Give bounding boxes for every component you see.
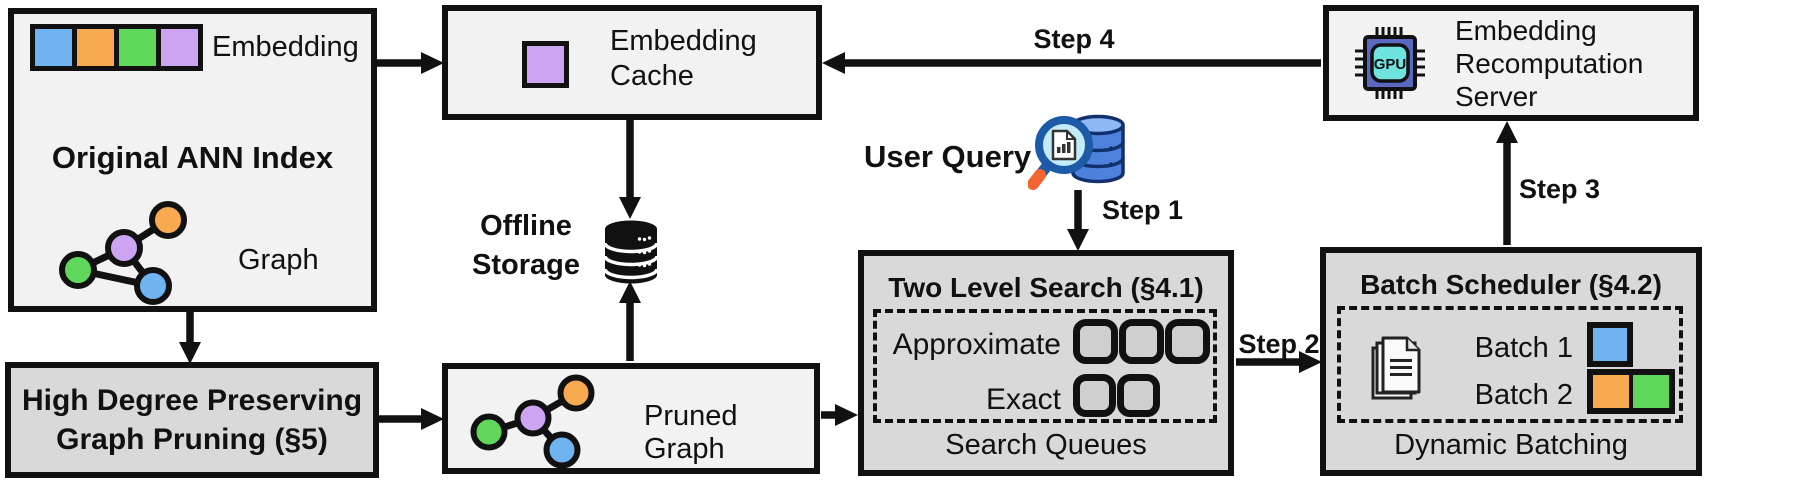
arrow-step2-search-to-scheduler	[1236, 351, 1322, 373]
arrow-index-to-pruning	[179, 312, 201, 364]
batch1-square-blue	[1587, 322, 1633, 367]
two-level-search-box: Two Level Search (§4.1) Approximate Exac…	[858, 250, 1234, 476]
original-ann-index-box: Embedding Original ANN Index Graph	[8, 8, 377, 312]
offline-storage-label: Offline Storage	[460, 207, 592, 285]
batch-scheduler-title: Batch Scheduler (§4.2)	[1360, 269, 1662, 300]
arrow-step3-scheduler-to-server	[1496, 121, 1518, 245]
graph-node-purple	[105, 229, 143, 267]
batch2-square-orange	[1593, 375, 1629, 408]
queue-slot	[1073, 374, 1116, 417]
batch2-squares	[1587, 369, 1675, 414]
step4-label: Step 4	[1033, 24, 1115, 54]
server-title-line3: Server	[1455, 81, 1538, 112]
query-magnifier-database-icon	[1028, 114, 1125, 190]
batch2-label: Batch 2	[1474, 379, 1573, 411]
graph-node-orange	[149, 201, 187, 239]
server-title-line2: Recomputation	[1455, 48, 1644, 79]
queue-slot	[1117, 374, 1160, 417]
recomputation-server-title: Embedding Recomputation Server	[1455, 14, 1643, 113]
arrow-index-to-cache	[377, 52, 444, 74]
recomputation-server-box: GPU Embedding Recomputation Server	[1323, 5, 1699, 121]
arrow-step1-query-to-search	[1067, 190, 1089, 251]
arrow-cache-to-storage	[619, 120, 641, 219]
arrow-pruning-to-pruned-graph	[379, 408, 444, 430]
pruned-graph-label: Pruned Graph	[644, 400, 738, 465]
dynamic-batching-caption: Dynamic Batching	[1394, 429, 1628, 461]
graph-node-green	[470, 413, 508, 451]
batch1-label: Batch 1	[1474, 332, 1573, 364]
approximate-queue-label: Approximate	[892, 328, 1061, 361]
embedding-cache-title: Embedding Cache	[610, 24, 757, 94]
server-title-line1: Embedding	[1455, 15, 1597, 46]
high-degree-pruning-box: High Degree Preserving Graph Pruning (§5…	[5, 362, 379, 478]
embedding-cell-orange	[77, 29, 114, 66]
queue-slot	[1165, 319, 1210, 364]
pruned-graph-box: Pruned Graph	[442, 363, 820, 474]
two-level-search-title: Two Level Search (§4.1)	[888, 272, 1204, 303]
documents-icon	[1371, 336, 1421, 400]
arrow-pruned-graph-to-storage	[619, 281, 641, 361]
queue-slot	[1073, 319, 1118, 364]
batch2-square-green	[1633, 375, 1669, 408]
arrow-pruned-graph-to-search	[821, 404, 858, 426]
embedding-cell-purple	[161, 29, 198, 66]
embedding-cache-line1: Embedding	[610, 25, 757, 57]
pruning-title-line2: Graph Pruning (§5)	[56, 423, 328, 456]
magnifier-handle-tip	[1028, 169, 1046, 190]
exact-queue-slots	[1073, 374, 1160, 417]
step3-label: Step 3	[1519, 174, 1601, 204]
user-query-label: User Query	[864, 139, 1032, 174]
gpu-chip-label: GPU	[1374, 56, 1407, 73]
graph-node-green	[59, 251, 97, 289]
queue-slot	[1119, 319, 1164, 364]
graph-node-blue	[134, 267, 172, 305]
graph-node-blue	[543, 431, 581, 469]
database-icon	[604, 220, 658, 284]
embedding-cell-green	[119, 29, 156, 66]
embedding-cell-blue	[35, 29, 72, 66]
step2-label: Step 2	[1238, 329, 1320, 359]
batch-scheduler-box: Batch Scheduler (§4.2) Batch 1 Batch 2 D…	[1320, 247, 1702, 476]
step1-label: Step 1	[1102, 195, 1184, 225]
arrow-step4-server-to-cache	[822, 52, 1321, 74]
embedding-label: Embedding	[212, 31, 359, 63]
approximate-queue-slots	[1073, 319, 1210, 364]
cached-embedding-square-icon	[522, 41, 569, 88]
search-queues-panel: Approximate Exact	[873, 309, 1217, 423]
graph-node-purple	[514, 399, 552, 437]
pruned-graph-icon	[470, 374, 595, 469]
offline-storage-line2: Storage	[472, 249, 580, 281]
embedding-vector-icon	[30, 24, 203, 71]
dynamic-batching-panel: Batch 1 Batch 2	[1337, 306, 1683, 423]
embedding-cache-box: Embedding Cache	[442, 5, 822, 120]
pruning-title-line1: High Degree Preserving	[21, 384, 363, 417]
search-queues-caption: Search Queues	[945, 429, 1147, 461]
original-ann-index-title: Original ANN Index	[51, 140, 334, 175]
offline-storage-line1: Offline	[480, 210, 572, 242]
graph-label: Graph	[238, 244, 319, 276]
graph-node-orange	[557, 374, 595, 412]
original-graph-icon	[59, 201, 187, 305]
gpu-chip-icon: GPU	[1355, 27, 1425, 99]
embedding-cache-line2: Cache	[610, 60, 694, 92]
exact-queue-label: Exact	[985, 383, 1061, 416]
